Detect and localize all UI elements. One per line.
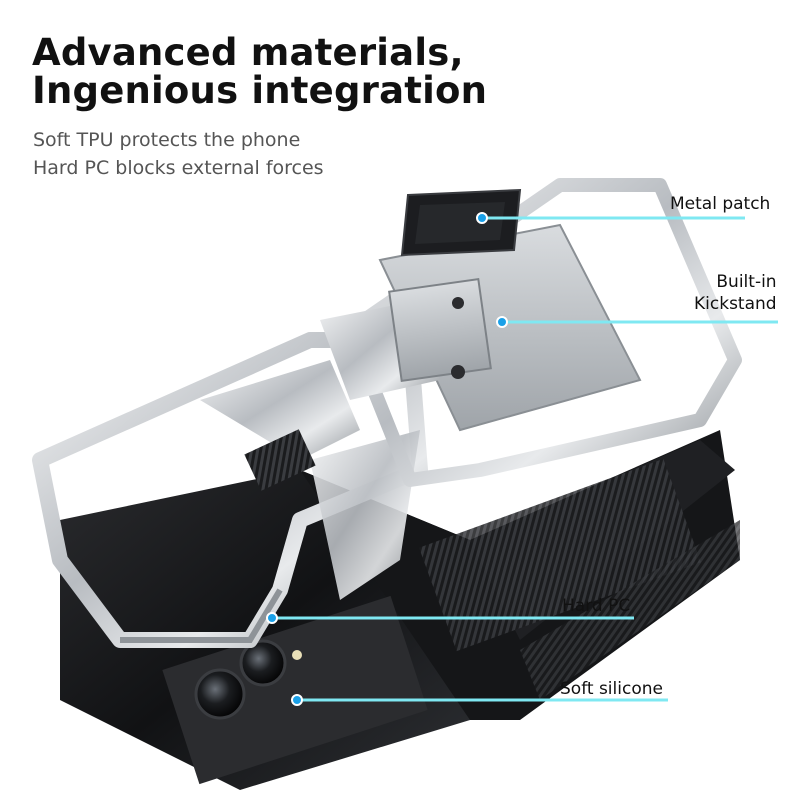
subtitle-line-2: Hard PC blocks external forces: [33, 157, 324, 179]
camera-module: [194, 639, 302, 720]
callout-kickstand: Built-in Kickstand: [694, 271, 777, 315]
subtitle: Soft TPU protects the phone Hard PC bloc…: [33, 126, 324, 182]
silver-frame-right: [320, 178, 742, 487]
callout-hard-pc: Hard PC: [562, 596, 631, 616]
callout-metal-patch: Metal patch: [670, 194, 771, 214]
metal-patch: [400, 188, 522, 257]
headline: Advanced materials, Ingenious integratio…: [32, 34, 487, 110]
subtitle-line-1: Soft TPU protects the phone: [33, 129, 301, 151]
callout-kickstand-line-2: Kickstand: [694, 294, 777, 314]
callout-lines: [266, 212, 778, 706]
callout-soft-silicone: Soft silicone: [560, 679, 663, 699]
headline-line-1: Advanced materials,: [32, 31, 464, 74]
headline-line-2: Ingenious integration: [32, 69, 488, 112]
callout-kickstand-line-1: Built-in: [716, 272, 777, 292]
